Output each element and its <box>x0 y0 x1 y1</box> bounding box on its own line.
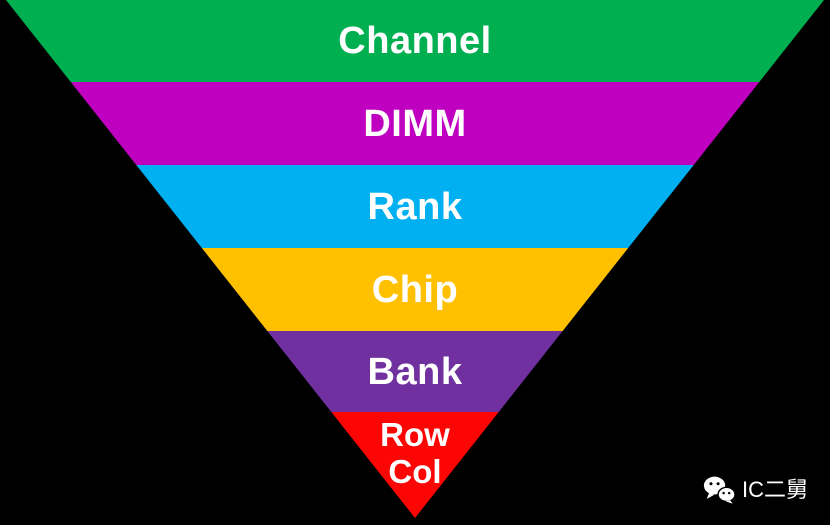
watermark-label: IC二舅 <box>741 477 808 502</box>
pyramid-level-channel-label: Channel <box>338 20 492 62</box>
wechat-icon <box>703 475 735 505</box>
pyramid-level-channel: Channel <box>6 0 824 82</box>
pyramid-level-chip-label: Chip <box>371 268 459 311</box>
watermark: IC二舅 <box>703 475 808 505</box>
pyramid-level-rank: Rank <box>6 165 824 248</box>
pyramid-level-col-label: Col <box>388 453 442 490</box>
pyramid-level-chip: Chip <box>6 248 824 331</box>
pyramid-level-rowcol: Row Col <box>6 412 824 518</box>
pyramid-level-rank-label: Rank <box>367 185 463 228</box>
pyramid-level-bank: Bank <box>6 331 824 412</box>
pyramid-level-dimm: DIMM <box>6 82 824 165</box>
pyramid-level-bank-label: Bank <box>367 350 463 393</box>
pyramid-level-dimm-label: DIMM <box>363 102 467 145</box>
pyramid-level-row-label: Row <box>380 416 450 453</box>
